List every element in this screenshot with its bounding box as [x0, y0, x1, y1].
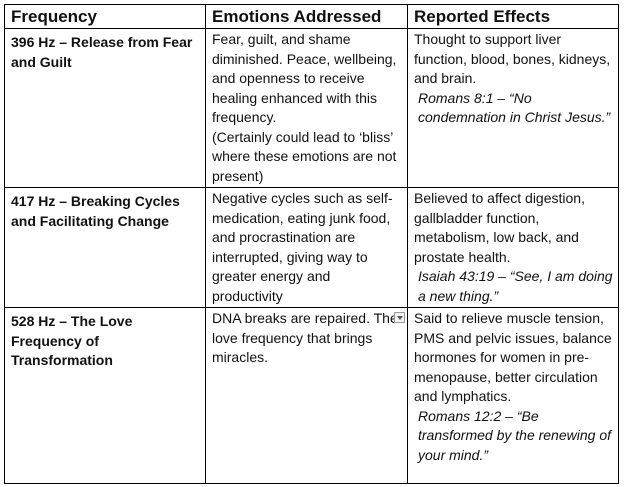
effects-text: Believed to affect digestion, gallbladde…: [414, 190, 585, 265]
emotions-text: Fear, guilt, and shame diminished. Peace…: [212, 31, 397, 125]
scripture-text: Romans 12:2 – “Be transformed by the ren…: [418, 407, 611, 463]
header-frequency: Frequency: [4, 4, 206, 29]
effects-cell[interactable]: Thought to support liver function, blood…: [407, 28, 619, 188]
header-row: Frequency Emotions Addressed Reported Ef…: [4, 4, 619, 29]
emotions-cell[interactable]: DNA breaks are repaired. The love freque…: [205, 307, 408, 484]
frequency-table: Frequency Emotions Addressed Reported Ef…: [4, 4, 619, 484]
scripture-text: Isaiah 43:19 – “See, I am doing a new th…: [418, 268, 613, 304]
frequency-cell[interactable]: 417 Hz – Breaking Cycles and Facilitatin…: [4, 187, 206, 308]
effects-cell[interactable]: Believed to affect digestion, gallbladde…: [407, 187, 619, 308]
dropdown-arrow-icon[interactable]: [394, 312, 405, 323]
effects-cell[interactable]: Said to relieve muscle tension, PMS and …: [407, 307, 619, 484]
emotions-text: DNA breaks are repaired. The love freque…: [212, 310, 398, 365]
scripture-text: Romans 8:1 – “No condemnation in Christ …: [418, 89, 611, 126]
effects-text: Said to relieve muscle tension, PMS and …: [414, 310, 612, 404]
frequency-cell[interactable]: 528 Hz – The Love Frequency of Transform…: [4, 307, 206, 484]
header-emotions-addressed: Emotions Addressed: [205, 4, 408, 29]
effects-text: Thought to support liver function, blood…: [414, 31, 611, 86]
table-row: 396 Hz – Release from Fear and Guilt Fea…: [4, 28, 619, 188]
frequency-cell[interactable]: 396 Hz – Release from Fear and Guilt: [4, 28, 206, 188]
table-row: 417 Hz – Breaking Cycles and Facilitatin…: [4, 187, 619, 308]
emotions-cell[interactable]: Negative cycles such as self-medication,…: [205, 187, 408, 308]
emotions-text: Negative cycles such as self-medication,…: [212, 190, 393, 304]
emotions-note: (Certainly could lead to ‘bliss’ where t…: [212, 128, 397, 184]
emotions-cell[interactable]: Fear, guilt, and shame diminished. Peace…: [205, 28, 408, 188]
document-page: Frequency Emotions Addressed Reported Ef…: [4, 4, 619, 484]
table-row: 528 Hz – The Love Frequency of Transform…: [4, 307, 619, 484]
header-reported-effects: Reported Effects: [407, 4, 619, 29]
